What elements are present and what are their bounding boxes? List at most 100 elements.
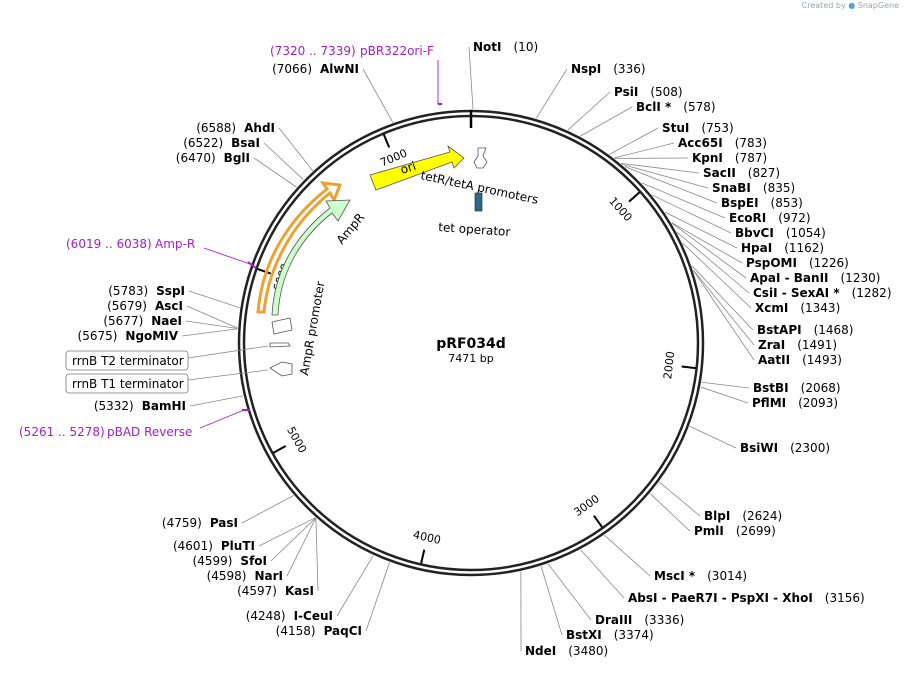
- enzyme-site[interactable]: BamHI(5332): [94, 399, 186, 413]
- enzyme-name: AlwNI: [320, 62, 359, 76]
- enzyme-site[interactable]: AbsI - PaeR7I - PspXI - XhoI(3156): [628, 591, 865, 605]
- enzyme-name: PflMI: [752, 396, 786, 410]
- primer-pbad-reverse[interactable]: (5261 .. 5278) pBAD Reverse: [19, 409, 250, 439]
- enzyme-name: KasI: [285, 584, 314, 598]
- ruler-tick: [628, 191, 641, 203]
- enzyme-site[interactable]: PflMI (2093): [752, 396, 838, 410]
- enzyme-position: (2093): [798, 396, 838, 410]
- enzyme-site[interactable]: EcoRI(972): [729, 211, 811, 225]
- enzyme-site[interactable]: BsiWI(2300): [740, 441, 830, 455]
- enzyme-site[interactable]: XcmI(1343): [755, 301, 840, 315]
- enzyme-name: AscI: [155, 299, 183, 313]
- primer-pbr322ori-f[interactable]: (7320 .. 7339) pBR322ori-F: [270, 44, 442, 105]
- leader-line: [189, 395, 244, 407]
- enzyme-name: PmlI: [694, 524, 724, 538]
- ampr-promoter-label: AmpR promoter: [297, 280, 327, 376]
- enzyme-site[interactable]: NdeI(3480): [525, 644, 608, 658]
- enzyme-site[interactable]: ApaI - BanII(1230): [750, 271, 880, 285]
- leader-line: [700, 386, 749, 404]
- enzyme-site[interactable]: PspOMI(1226): [746, 256, 849, 270]
- enzyme-name: ZraI: [758, 338, 785, 352]
- enzyme-name: BlpI: [704, 509, 730, 523]
- enzyme-site[interactable]: SspI(5783): [108, 284, 185, 298]
- leader-line: [185, 320, 238, 329]
- enzyme-site[interactable]: PaqCI(4158): [276, 624, 362, 638]
- enzyme-site[interactable]: AatII(1493): [758, 353, 842, 367]
- enzyme-site[interactable]: SnaBI(835): [712, 181, 795, 195]
- enzyme-site[interactable]: I-CeuI(4248): [246, 609, 333, 623]
- enzyme-position: (5332): [94, 399, 134, 413]
- enzyme-site[interactable]: AhdI(6588): [196, 121, 275, 135]
- leader-lines: [181, 46, 755, 652]
- leader-line: [693, 269, 755, 346]
- leader-line: [649, 493, 691, 532]
- enzyme-site[interactable]: DraIII(3336): [595, 613, 684, 627]
- enzyme-name: BglI: [224, 151, 250, 165]
- leader-line: [620, 162, 700, 174]
- enzyme-site[interactable]: BbvCI(1054): [735, 226, 826, 240]
- leader-line: [263, 142, 304, 180]
- enzyme-site[interactable]: BstXI(3374): [566, 628, 654, 642]
- enzyme-name: AhdI: [244, 121, 275, 135]
- enzyme-site[interactable]: NaeI(5677): [103, 314, 182, 328]
- enzyme-site[interactable]: PsiI(508): [614, 85, 683, 99]
- feature-rrnb-t2[interactable]: rrnB T2 terminator: [65, 342, 291, 371]
- enzyme-position: (5675): [78, 329, 118, 343]
- enzyme-name: CsiI - SexAI *: [753, 286, 840, 300]
- primer-amp-r[interactable]: (6019 .. 6038) Amp-R: [66, 237, 257, 269]
- promoter-icon: [473, 147, 488, 169]
- enzyme-position: (2068): [801, 381, 841, 395]
- enzyme-site[interactable]: BlpI(2624): [704, 509, 782, 523]
- terminator-icon: [269, 361, 293, 377]
- enzyme-site[interactable]: ZraI(1491): [758, 338, 837, 352]
- enzyme-position: (753): [701, 121, 733, 135]
- enzyme-name: NotI: [473, 40, 502, 54]
- ruler-tick: [681, 365, 696, 370]
- enzyme-site[interactable]: CsiI - SexAI *(1282): [753, 286, 892, 300]
- enzyme-site[interactable]: NarI(4598): [207, 569, 283, 583]
- enzyme-name: EcoRI: [729, 211, 766, 225]
- t1-label: rrnB T1 terminator: [72, 377, 184, 391]
- enzyme-site[interactable]: AlwNI(7066): [272, 62, 359, 76]
- enzyme-site[interactable]: KasI(4597): [237, 584, 314, 598]
- enzyme-site[interactable]: NspI(336): [571, 62, 646, 76]
- leader-line: [641, 182, 726, 219]
- enzyme-site[interactable]: Acc65I(783): [678, 136, 767, 150]
- leader-line: [286, 517, 317, 577]
- enzyme-site[interactable]: BstAPI(1468): [757, 323, 853, 337]
- feature-rrnb-t1[interactable]: rrnB T1 terminator: [65, 361, 293, 394]
- enzyme-site[interactable]: AscI (5679): [107, 299, 183, 313]
- enzyme-site[interactable]: NgoMIV(5675): [78, 329, 179, 343]
- enzyme-site[interactable]: BstBI(2068): [753, 381, 841, 395]
- enzyme-position: (4759): [162, 516, 202, 530]
- leader-line: [622, 163, 709, 189]
- enzyme-site[interactable]: PluTI(4601): [173, 539, 255, 553]
- ruler-tick: [593, 515, 603, 528]
- enzyme-site[interactable]: SacII(827): [703, 166, 780, 180]
- ruler-label: 3000: [572, 492, 602, 519]
- enzyme-site[interactable]: MscI *(3014): [654, 569, 747, 583]
- enzyme-site[interactable]: SfoI(4599): [193, 554, 267, 568]
- enzyme-name: PaqCI: [324, 624, 362, 638]
- leader-line: [658, 481, 701, 517]
- ruler-label: 5000: [284, 425, 309, 456]
- enzyme-site[interactable]: HpaI(1162): [741, 241, 824, 255]
- enzyme-site[interactable]: PasI(4759): [162, 516, 238, 530]
- enzyme-site[interactable]: BspEI(853): [721, 196, 803, 210]
- leader-line: [270, 517, 316, 562]
- enzyme-site[interactable]: StuI(753): [662, 121, 734, 135]
- leader-line: [580, 549, 625, 599]
- feature-ori[interactable]: ori: [369, 144, 465, 191]
- enzyme-site[interactable]: BsaI(6522): [183, 136, 260, 150]
- enzyme-site[interactable]: BclI *(578): [636, 100, 716, 114]
- ruler-tick: [420, 549, 426, 564]
- enzyme-site[interactable]: PmlI(2699): [694, 524, 776, 538]
- enzyme-position: (5679): [107, 299, 147, 313]
- enzyme-name: SfoI: [240, 554, 267, 568]
- feature-tet-operator[interactable]: tet operator: [438, 192, 511, 239]
- enzyme-site[interactable]: BglI(6470): [176, 151, 250, 165]
- enzyme-position: (508): [650, 85, 682, 99]
- enzyme-site[interactable]: KpnI(787): [692, 151, 767, 165]
- enzyme-site[interactable]: NotI(10): [473, 40, 538, 54]
- enzyme-position: (336): [613, 62, 645, 76]
